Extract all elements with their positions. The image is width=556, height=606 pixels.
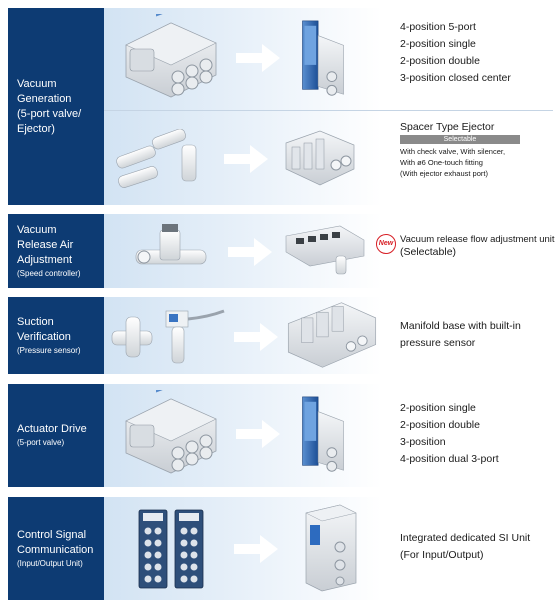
feature-list: Integrated dedicated SI Unit (For Input/… [400,530,530,564]
section-label-sub: (5-port valve) [17,438,65,447]
section-vacuum-release: Vacuum Release Air Adjustment (Speed con… [8,214,555,288]
section-content: New Vacuum release flow adjustment unit … [104,214,555,288]
ejector-image [280,123,360,193]
feature-row-5-port-valve: 2-position single 2-position double 3-po… [104,384,553,487]
arrow-icon [224,145,268,173]
feature-item: 4-position dual 3-port [400,453,499,465]
section-content: Manifold base with built-in pressure sen… [104,297,553,374]
release-unit-image [280,220,370,280]
feature-item: 2-position double [400,419,480,431]
arrow-icon [228,238,272,266]
manifold-base-image [284,297,380,373]
feature-row-ejector: Spacer Type Ejector Selectable With chec… [104,111,553,205]
speed-controller-image [132,222,222,282]
section-suction-verification: Suction Verification (Pressure sensor) M… [8,297,553,374]
feature-row-speed-controller: New Vacuum release flow adjustment unit … [104,214,555,288]
section-label-sub: (Speed controller) [17,268,81,278]
section-label-line: Adjustment [17,253,73,266]
section-content: 4-position 5-port 2-position single 2-po… [104,8,553,205]
feature-row-si-unit: Integrated dedicated SI Unit (For Input/… [104,497,553,600]
section-content: 2-position single 2-position double 3-po… [104,384,553,487]
section-label-line: Generation [17,92,72,105]
si-unit-image [300,503,360,593]
section-label: Actuator Drive (5-port valve) [8,384,104,487]
ejector-option: With ø6 One-touch fitting [400,158,483,167]
section-vacuum-generation: Vacuum Generation (5-port valve/ Ejector… [8,8,553,205]
arrow-icon [236,420,280,448]
new-badge: New [376,234,396,254]
feature-list: Manifold base with built-in pressure sen… [400,318,521,352]
section-label-line: Vacuum [17,77,57,90]
selectable-badge: Selectable [400,135,520,144]
section-label-sub: (Pressure sensor) [17,345,81,355]
section-label-line: Vacuum [17,223,57,236]
section-actuator-drive: Actuator Drive (5-port valve) 2-position… [8,384,553,487]
feature-item: (For Input/Output) [400,549,484,561]
section-label-line: Control Signal [17,528,87,541]
section-label-line: Actuator Drive [17,423,87,435]
arrow-icon [236,44,280,72]
ejector-option: With check valve, With silencer, [400,147,506,156]
feature-item: 2-position single [400,38,476,50]
fittings-image [112,129,212,189]
section-label: Suction Verification (Pressure sensor) [8,297,104,374]
section-label-sub: (Input/Output Unit) [17,558,83,568]
feature-row-5-port-valve: 4-position 5-port 2-position single 2-po… [104,8,553,111]
feature-item: 3-position closed center [400,72,511,84]
section-content: Integrated dedicated SI Unit (For Input/… [104,497,553,600]
section-label-line: Ejector) [17,122,55,135]
section-label: Vacuum Release Air Adjustment (Speed con… [8,214,104,288]
output-module-image [174,509,204,589]
feature-list: 2-position single 2-position double 3-po… [400,400,499,468]
feature-item: 4-position 5-port [400,21,476,33]
feature-item: (Selectable) [400,246,457,258]
arrow-icon [234,535,278,563]
section-label-line: (5-port valve/ [17,107,82,120]
feature-item: Integrated dedicated SI Unit [400,532,531,544]
valve-unit-image [294,16,354,104]
5-port-valve-image [116,14,226,106]
feature-item: 3-position [400,436,446,448]
feature-row-pressure-sensor: Manifold base with built-in pressure sen… [104,297,553,374]
feature-item: 2-position single [400,402,476,414]
section-label-line: Communication [17,543,94,556]
section-label-line: Verification [17,330,71,343]
feature-item: Vacuum release flow adjustment unit [400,234,555,245]
5-port-valve-image [116,390,226,482]
section-label-line: Suction [17,315,54,328]
section-label: Vacuum Generation (5-port valve/ Ejector… [8,8,104,205]
feature-item: Manifold base with built-in [400,320,521,332]
feature-list: 4-position 5-port 2-position single 2-po… [400,19,511,87]
input-module-image [138,509,168,589]
section-control-signal: Control Signal Communication (Input/Outp… [8,497,553,600]
feature-item: 2-position double [400,55,480,67]
section-label: Control Signal Communication (Input/Outp… [8,497,104,600]
valve-unit-image [294,392,354,480]
feature-list: Vacuum release flow adjustment unit (Sel… [400,233,555,259]
arrow-icon [234,323,278,351]
pressure-sensor-image [108,307,228,367]
section-label-line: Release Air [17,238,74,251]
ejector-title: Spacer Type Ejector [400,121,495,133]
ejector-option: (With ejector exhaust port) [400,169,488,178]
ejector-description: Spacer Type Ejector Selectable With chec… [400,120,520,179]
feature-item: pressure sensor [400,337,476,349]
